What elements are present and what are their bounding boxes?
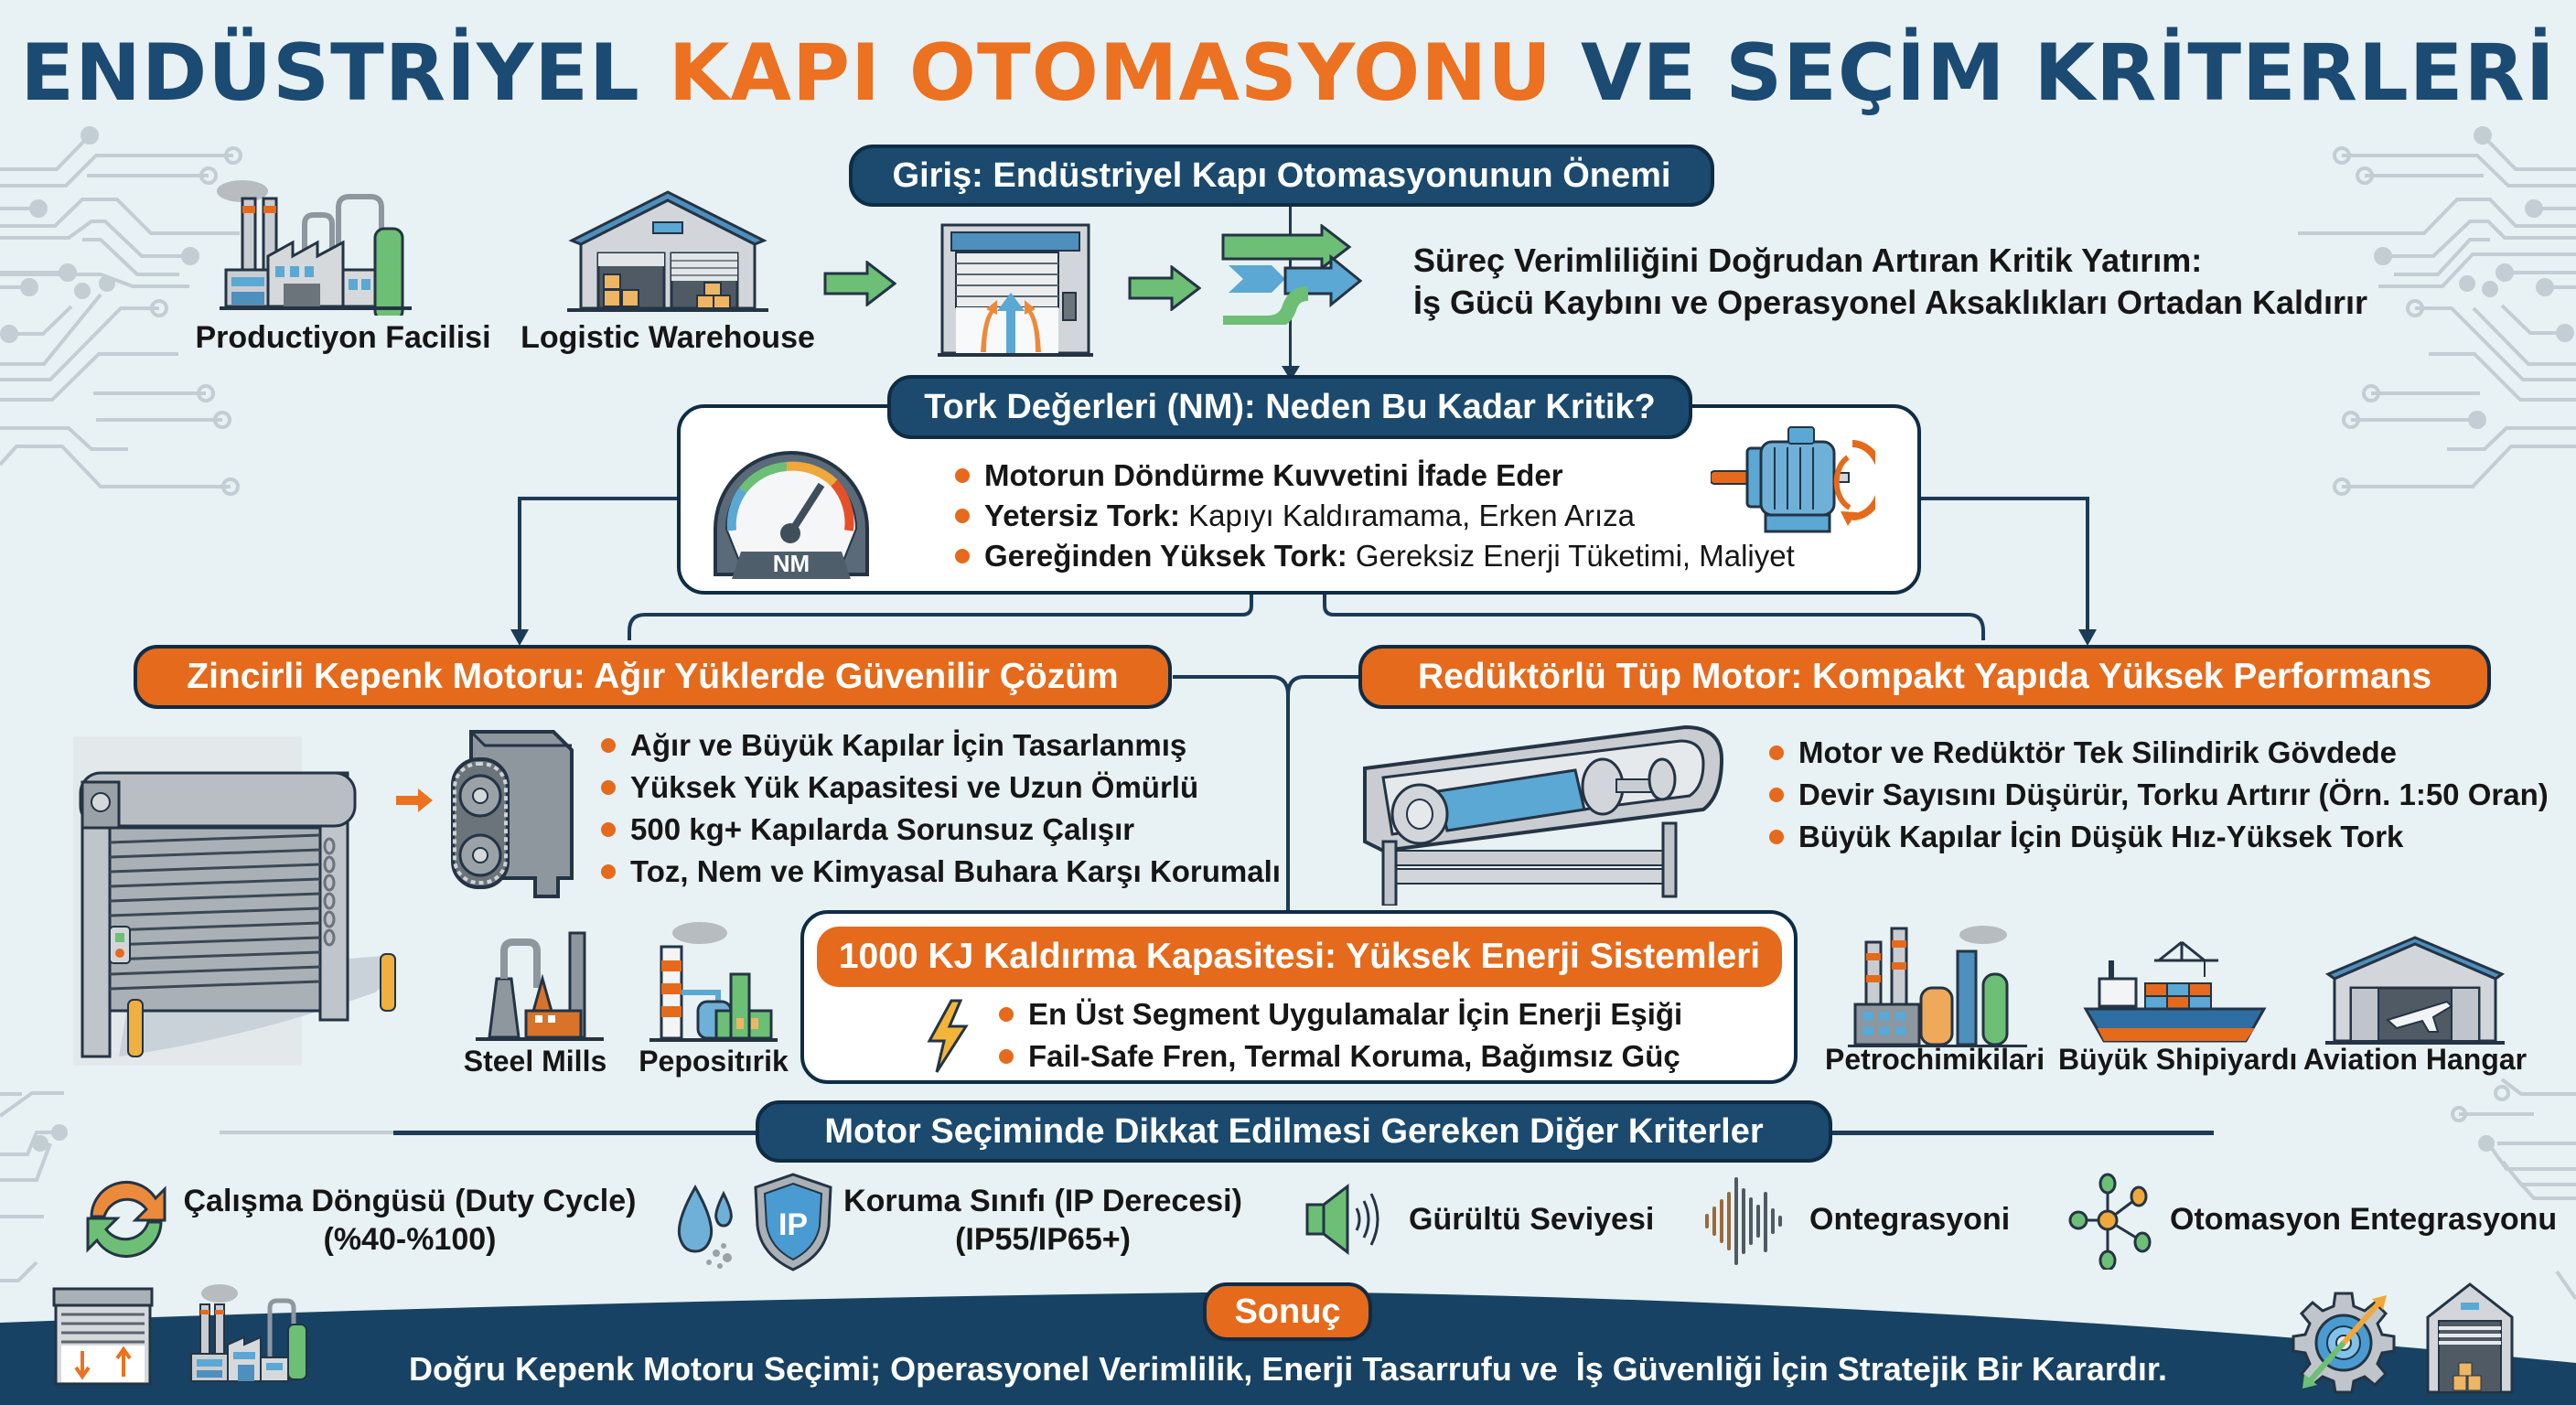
- torque-gauge-icon: NM: [714, 451, 869, 579]
- intro-statement-line-2: İş Gücü Kaybını ve Operasyonel Aksaklıkl…: [1413, 284, 2368, 321]
- conclusion-text: Doğru Kepenk Motoru Seçimi; Operasyonel …: [409, 1350, 2167, 1388]
- conclusion-header-label: Sonuç: [1234, 1292, 1341, 1331]
- criteria-line-right: [1830, 1131, 2214, 1135]
- criteria-item-noise: Gürültü Seviyesi: [1409, 1202, 1655, 1237]
- factory-small-icon: [190, 1284, 307, 1382]
- roller-door-icon: [52, 1287, 154, 1386]
- safe-warehouse-icon: [2426, 1282, 2514, 1394]
- arrow-right-icon: [396, 788, 433, 812]
- torque-bullet: Yetersiz Tork: Kapıyı Kaldıramama, Erken…: [953, 496, 1795, 536]
- torque-bullets: Motorun Döndürme Kuvvetini İfade Eder Ye…: [953, 456, 1795, 576]
- chain-motor-header-label: Zincirli Kepenk Motoru: Ağır Yüklerde Gü…: [187, 657, 1119, 696]
- intro-statement: Süreç Verimliliğini Doğrudan Artıran Kri…: [1413, 240, 2367, 324]
- factory-icon: [217, 180, 412, 316]
- tube-application-label: Petrochimikilari: [1825, 1043, 2045, 1076]
- cargo-ship-icon: [2083, 940, 2267, 1043]
- svg-text:NM: NM: [773, 550, 810, 577]
- criteria-item-integration: Ontegrasyoni: [1809, 1202, 2011, 1237]
- torque-header-label: Tork Değerleri (NM): Neden Bu Kadar Krit…: [924, 387, 1656, 426]
- energy-header-label: 1000 KJ Kaldırma Kapasitesi: Yüksek Ener…: [838, 937, 1761, 976]
- efficiency-gear-icon: [2292, 1292, 2396, 1394]
- sound-wave-icon: [1705, 1177, 1782, 1265]
- criteria-item-duty-cycle: Çalışma Döngüsü (Duty Cycle) (%40-%100): [183, 1184, 637, 1257]
- chain-motor-bullet: 500 kg+ Kapılarda Sorunsuz Çalışır: [599, 809, 1281, 851]
- aviation-hangar-icon: [2324, 936, 2506, 1045]
- electric-motor-icon: [1711, 426, 1875, 533]
- torque-bullet: Motorun Döndürme Kuvvetini İfade Eder: [953, 456, 1795, 496]
- criteria-line-left: [393, 1131, 759, 1135]
- chain-motor-bullet: Yüksek Yük Kapasitesi ve Uzun Ömürlü: [599, 767, 1281, 809]
- energy-bullet: En Üst Segment Uygulamalar İçin Enerji E…: [997, 993, 1682, 1035]
- title-part-2: KAPI OTOMASYONU: [668, 27, 1552, 119]
- tube-motor-bullet: Devir Sayısını Düşürür, Torku Artırır (Ö…: [1767, 774, 2549, 816]
- torque-bullet: Gereğinden Yüksek Tork: Gereksiz Enerji …: [953, 536, 1795, 576]
- flow-arrows-icon: [1221, 224, 1363, 325]
- tube-application-label: Aviation Hangar: [2302, 1043, 2528, 1076]
- page-title: ENDÜSTRİYEL KAPI OTOMASYONU VE SEÇİM KRİ…: [0, 27, 2576, 119]
- cycle-arrows-icon: [86, 1181, 166, 1258]
- ip-shield-icon: IP: [754, 1173, 832, 1271]
- footer-wave: [0, 1292, 2576, 1405]
- water-dust-icon: [677, 1184, 733, 1269]
- tube-motor-header-label: Redüktörlü Tüp Motor: Kompakt Yapıda Yük…: [1417, 657, 2432, 696]
- petrochemical-refinery-icon: [1848, 926, 2027, 1047]
- torque-header: Tork Değerleri (NM): Neden Bu Kadar Krit…: [887, 375, 1692, 439]
- intro-statement-line-1: Süreç Verimliliğini Doğrudan Artıran Kri…: [1413, 241, 2203, 279]
- tube-motor-bullets: Motor ve Redüktör Tek Silindirik Gövdede…: [1767, 732, 2549, 858]
- title-part-1: ENDÜSTRİYEL: [20, 27, 640, 119]
- criteria-item-automation: Otomasyon Entegrasyonu: [2170, 1202, 2558, 1237]
- chain-motor-bullets: Ağır ve Büyük Kapılar İçin Tasarlanmış Y…: [599, 724, 1281, 893]
- steel-mill-icon: [476, 931, 604, 1041]
- chain-motor-bullet: Toz, Nem ve Kimyasal Buhara Karşı Koruma…: [599, 851, 1281, 893]
- criteria-item-ip-rating: Koruma Sınıfı (IP Derecesi) (IP55/IP65+): [843, 1184, 1242, 1257]
- chain-motor-icon: [451, 730, 574, 898]
- petrochemical-plant-icon: [649, 922, 778, 1042]
- roller-shutter-icon: [73, 736, 396, 1066]
- intro-header-label: Giriş: Endüstriyel Kapı Otomasyonunun Ön…: [892, 156, 1671, 195]
- criteria-header-label: Motor Seçiminde Dikkat Edilmesi Gereken …: [824, 1111, 1764, 1151]
- arrow-right-icon: [1128, 265, 1201, 311]
- chain-application-label: Pepositırik: [639, 1045, 789, 1078]
- chain-motor-bullet: Ağır ve Büyük Kapılar İçin Tasarlanmış: [599, 724, 1281, 767]
- energy-bullets: En Üst Segment Uygulamalar İçin Enerji E…: [997, 993, 1682, 1078]
- tubular-motor-icon: [1363, 724, 1724, 906]
- tube-motor-header: Redüktörlü Tüp Motor: Kompakt Yapıda Yük…: [1358, 645, 2491, 709]
- tube-motor-bullet: Motor ve Redüktör Tek Silindirik Gövdede: [1767, 732, 2549, 774]
- tube-application-label: Büyük Shipiyardı: [2058, 1043, 2298, 1076]
- network-nodes-icon: [2068, 1173, 2152, 1270]
- tube-motor-bullet: Büyük Kapılar İçin Düşük Hız-Yüksek Tork: [1767, 816, 2549, 858]
- chain-motor-header: Zincirli Kepenk Motoru: Ağır Yüklerde Gü…: [134, 645, 1172, 709]
- arrow-right-icon: [823, 261, 896, 306]
- title-part-3: VE SEÇİM KRİTERLERİ: [1580, 27, 2556, 119]
- criteria-header: Motor Seçiminde Dikkat Edilmesi Gereken …: [756, 1100, 1832, 1163]
- svg-text:IP: IP: [778, 1207, 808, 1242]
- warehouse-icon: [567, 190, 768, 312]
- conclusion-header: Sonuç: [1203, 1282, 1372, 1341]
- intro-icon-label-0: Productiyon Facilisi: [195, 320, 491, 355]
- intro-icon-label-1: Logistic Warehouse: [521, 320, 815, 355]
- chain-application-label: Steel Mills: [463, 1045, 607, 1078]
- lightning-bolt-icon: [927, 999, 969, 1073]
- automatic-door-icon: [938, 223, 1093, 357]
- energy-header: 1000 KJ Kaldırma Kapasitesi: Yüksek Ener…: [817, 927, 1782, 987]
- energy-bullet: Fail-Safe Fren, Termal Koruma, Bağımsız …: [997, 1035, 1682, 1078]
- intro-header: Giriş: Endüstriyel Kapı Otomasyonunun Ön…: [849, 145, 1714, 207]
- speaker-icon: [1305, 1183, 1379, 1256]
